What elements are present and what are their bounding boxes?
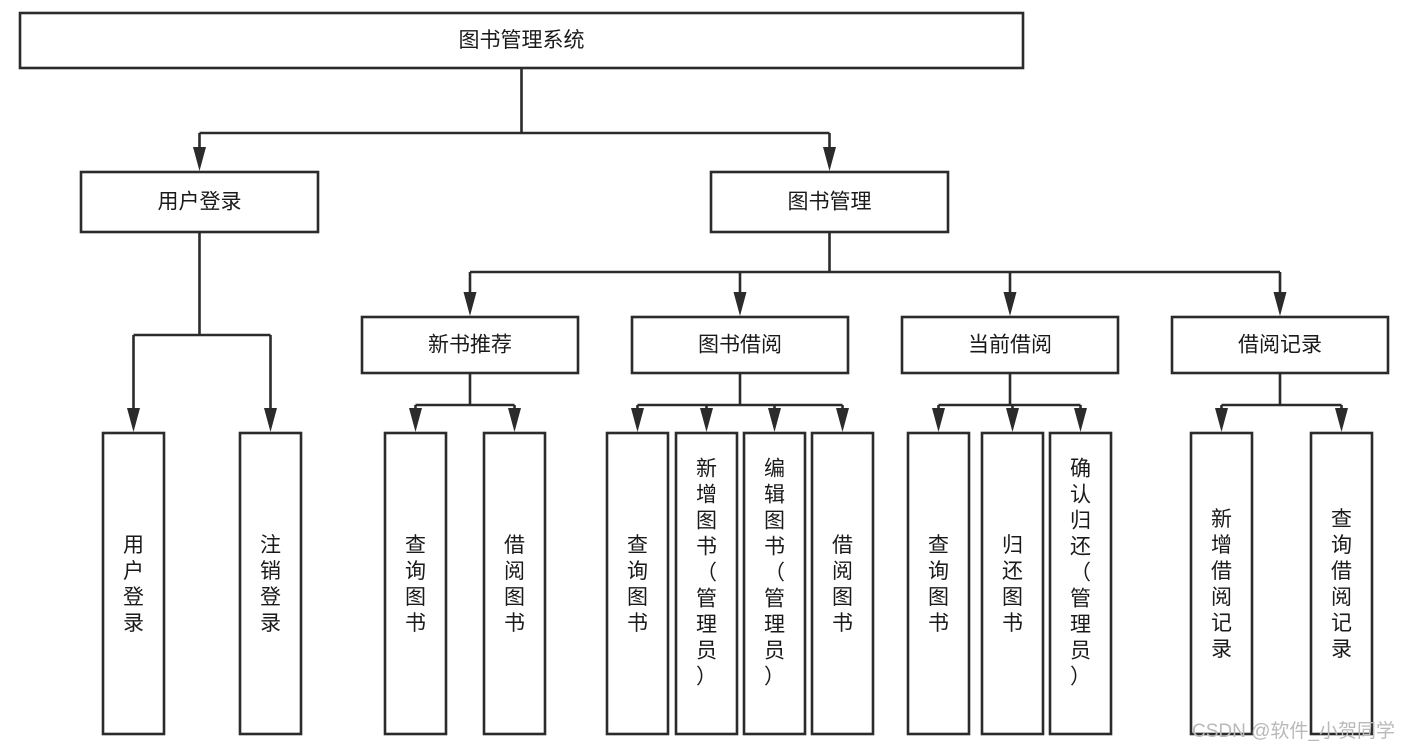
arrow-head-icon	[1006, 408, 1019, 432]
node-leaf-add-record[interactable]: 新增借阅记录	[1189, 431, 1254, 736]
connector-group-root	[193, 68, 836, 171]
node-label: 编辑图书（管理员）	[764, 457, 785, 688]
node-label: 图书借阅	[698, 334, 782, 357]
arrow-head-icon	[700, 408, 713, 432]
connectors-layer	[127, 68, 1348, 432]
node-box[interactable]	[1048, 431, 1113, 736]
arrow-head-icon	[932, 408, 945, 432]
node-box[interactable]	[605, 431, 670, 736]
node-leaf-query-record[interactable]: 查询借阅记录	[1309, 431, 1374, 736]
node-box[interactable]	[900, 315, 1120, 375]
node-leaf-confirm-return[interactable]: 确认归还（管理员）	[1048, 431, 1113, 736]
arrow-head-icon	[1273, 292, 1287, 316]
arrow-head-icon	[1335, 408, 1348, 432]
node-label: 图书管理	[788, 191, 872, 214]
node-label: 用户登录	[123, 534, 144, 635]
nodes-layer: 图书管理系统用户登录图书管理新书推荐图书借阅当前借阅借阅记录用户登录注销登录查询…	[18, 11, 1390, 736]
node-label: 查询图书	[405, 534, 426, 635]
node-box[interactable]	[238, 431, 303, 736]
node-book-borrow[interactable]: 图书借阅	[630, 315, 850, 375]
node-label: 查询借阅记录	[1331, 508, 1352, 661]
node-new-book-rec[interactable]: 新书推荐	[360, 315, 580, 375]
connector-group-current_borrow	[932, 373, 1087, 432]
node-box[interactable]	[101, 431, 166, 736]
node-box[interactable]	[674, 431, 739, 736]
node-box[interactable]	[1189, 431, 1254, 736]
node-label: 借阅图书	[832, 534, 853, 635]
node-label: 新增借阅记录	[1211, 508, 1232, 661]
arrow-head-icon	[1074, 408, 1087, 432]
connector-group-borrow_record	[1215, 373, 1348, 432]
node-box[interactable]	[1170, 315, 1390, 375]
node-box[interactable]	[79, 170, 320, 234]
node-label: 当前借阅	[968, 334, 1052, 357]
node-leaf-query-book-3[interactable]: 查询图书	[906, 431, 971, 736]
connector-group-book_mgmt	[463, 232, 1287, 316]
connector-group-new_book_rec	[409, 373, 521, 432]
node-leaf-return-book[interactable]: 归还图书	[980, 431, 1045, 736]
node-box[interactable]	[709, 170, 950, 234]
connector-group-book_borrow	[631, 373, 849, 432]
node-leaf-user-login[interactable]: 用户登录	[101, 431, 166, 736]
node-leaf-add-book[interactable]: 新增图书（管理员）	[674, 431, 739, 736]
node-label: 图书管理系统	[459, 29, 585, 52]
arrow-head-icon	[733, 292, 747, 316]
node-box[interactable]	[1309, 431, 1374, 736]
node-label: 新书推荐	[428, 334, 512, 357]
node-box[interactable]	[906, 431, 971, 736]
node-box[interactable]	[383, 431, 448, 736]
node-current-borrow[interactable]: 当前借阅	[900, 315, 1120, 375]
node-leaf-borrow-book-2[interactable]: 借阅图书	[810, 431, 875, 736]
arrow-head-icon	[836, 408, 849, 432]
node-label: 注销登录	[260, 534, 281, 635]
arrow-head-icon	[1215, 408, 1228, 432]
node-label: 确认归还（管理员）	[1070, 457, 1091, 688]
node-label: 借阅图书	[504, 534, 525, 635]
arrow-head-icon	[264, 408, 277, 432]
csdn-watermark: CSDN @软件_小贺同学	[1192, 721, 1395, 742]
arrow-head-icon	[631, 408, 644, 432]
node-box[interactable]	[630, 315, 850, 375]
node-label: 用户登录	[158, 191, 242, 214]
node-box[interactable]	[360, 315, 580, 375]
node-label: 新增图书（管理员）	[696, 457, 717, 688]
node-leaf-edit-book[interactable]: 编辑图书（管理员）	[742, 431, 807, 736]
node-box[interactable]	[18, 11, 1025, 70]
node-box[interactable]	[742, 431, 807, 736]
node-label: 归还图书	[1002, 534, 1023, 635]
node-box[interactable]	[980, 431, 1045, 736]
node-user-login[interactable]: 用户登录	[79, 170, 320, 234]
arrow-head-icon	[193, 147, 206, 171]
node-box[interactable]	[482, 431, 547, 736]
arrow-head-icon	[823, 147, 836, 171]
node-leaf-query-book-1[interactable]: 查询图书	[383, 431, 448, 736]
node-label: 查询图书	[928, 534, 949, 635]
arrow-head-icon	[127, 408, 140, 432]
node-leaf-query-book-2[interactable]: 查询图书	[605, 431, 670, 736]
node-label: 借阅记录	[1238, 334, 1322, 357]
node-leaf-borrow-book-1[interactable]: 借阅图书	[482, 431, 547, 736]
node-root[interactable]: 图书管理系统	[18, 11, 1025, 70]
connector-group-user_login	[127, 232, 277, 432]
node-label: 查询图书	[627, 534, 648, 635]
arrow-head-icon	[768, 408, 781, 432]
node-borrow-record[interactable]: 借阅记录	[1170, 315, 1390, 375]
node-leaf-logout[interactable]: 注销登录	[238, 431, 303, 736]
arrow-head-icon	[463, 292, 477, 316]
arrow-head-icon	[508, 408, 521, 432]
node-book-mgmt[interactable]: 图书管理	[709, 170, 950, 234]
node-box[interactable]	[810, 431, 875, 736]
arrow-head-icon	[1003, 292, 1017, 316]
arrow-head-icon	[409, 408, 422, 432]
